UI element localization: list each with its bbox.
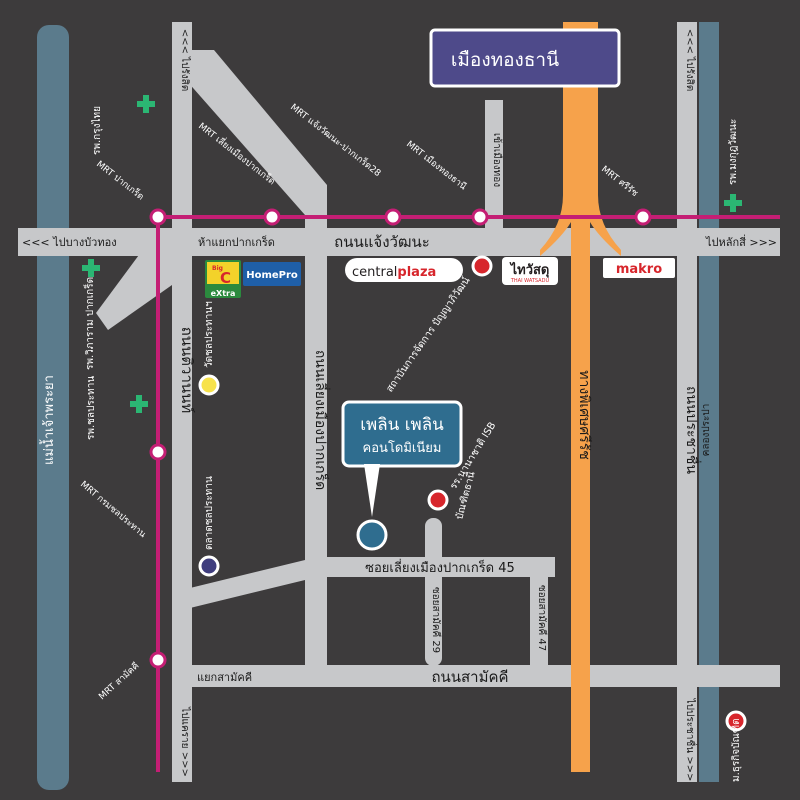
svg-text:C: C (220, 269, 231, 287)
mrt-station-pak-kret[interactable] (149, 208, 167, 226)
project-pin[interactable]: เพลิน เพลิน คอนโดมิเนียม (341, 400, 463, 551)
label-mrt-pak-kret: MRT ปากเกร็ด (94, 157, 147, 203)
homepro-logo: HomePro (243, 262, 301, 286)
project-pointer (364, 464, 380, 517)
label-expressway: ทางพิเศษศรีรัช (576, 370, 592, 459)
label-to-prachachuen: ไปประชาชื่น >>> (684, 698, 698, 782)
svg-text:makro: makro (616, 262, 662, 277)
label-rh-mongkut: รพ.มงกุฎวัฒนะ (728, 119, 739, 185)
label-to-mueang-thong: เข้าเมืองทอง (491, 133, 503, 187)
mueang-thong-banner (429, 28, 621, 88)
prapa-canal (699, 22, 719, 782)
soi-29-road (425, 518, 442, 666)
label-nida: สถาบันการจัดการ ปัญญาภิวัฒน์ (384, 275, 473, 395)
svg-text:HomePro: HomePro (246, 270, 298, 281)
label-rh-chonprathan: รพ.ชลประทาน (86, 376, 97, 440)
mrt-station-liang-mueang[interactable] (263, 208, 281, 226)
big-c-logo: Big C eXtra (205, 260, 241, 298)
market-marker[interactable] (198, 555, 220, 577)
hospital-icon (130, 395, 148, 413)
road-network (18, 22, 780, 782)
wiharam-road (96, 240, 172, 330)
label-canal-prapa: คลองประปา (701, 404, 712, 457)
temple-marker[interactable] (198, 374, 220, 396)
label-chaeng-watthana: ถนนแจ้งวัฒนะ (334, 233, 430, 251)
label-soi-47: ซอยสามัคคี 47 (536, 585, 548, 651)
label-chaophraya: แม่น้ำเจ้าพระยา (39, 375, 57, 465)
label-to-rangsit-right: <<< ไปรังสิต (684, 29, 696, 92)
expressway (540, 22, 621, 772)
chaophraya-river (37, 25, 69, 790)
label-wat-chonprathan: วัดชลประทานฯ (204, 301, 215, 368)
label-to-rangsit-left: <<< ไปรังสิต (179, 29, 191, 92)
label-talat-chonprathan: ตลาดชลประทาน (204, 476, 215, 550)
soi-47-road (530, 567, 548, 667)
makro-logo: makro (603, 258, 675, 278)
label-liang-mueang: ถนนเลี่ยงเมืองปากเกร็ด (312, 350, 330, 490)
tiwanon-road (172, 22, 192, 782)
university-marker[interactable] (725, 710, 747, 732)
label-to-lak-si: ไปหลักสี่ >>> (705, 234, 777, 249)
liang-mueang-road (305, 190, 327, 665)
hospital-icon (82, 259, 100, 277)
label-prachachuen: ถนนประชาชื่น (683, 386, 701, 474)
institute-marker[interactable] (471, 255, 493, 277)
talat-road (190, 560, 305, 608)
label-yaek-samakkhi: แยกสามัคคี (197, 671, 252, 684)
central-plaza-logo: centralplaza (345, 258, 463, 282)
mrt-station-chaeng-28[interactable] (384, 208, 402, 226)
prachachuen-road (677, 22, 697, 782)
svg-text:eXtra: eXtra (211, 289, 236, 298)
label-to-bang-bua-thong: <<< ไปบางบัวทอง (22, 236, 117, 249)
project-name: เพลิน เพลิน (360, 415, 444, 435)
mrt-station-si-rat[interactable] (634, 208, 652, 226)
mrt-station-samakkhi[interactable] (149, 651, 167, 669)
mueang-thong-road (485, 100, 503, 228)
hospital-icon (724, 194, 742, 212)
mrt-stations (149, 208, 652, 669)
banner-label: เมืองทองธานี (451, 49, 559, 71)
label-hae-yaek: ห้าแยกปากเกร็ด (198, 235, 275, 249)
label-tiwanon: ถนนติวานนท์ (178, 327, 196, 414)
svg-text:ไทวัสดุ: ไทวัสดุ (509, 261, 550, 278)
diagonal-road (186, 50, 327, 215)
hospital-icon (137, 95, 155, 113)
label-soi-45: ซอยเลี่ยงเมืองปากเกร็ด 45 (365, 558, 515, 576)
label-soi-29: ซอยสามัคคี 29 (430, 587, 442, 653)
samakkhi-road (190, 665, 780, 687)
label-to-khae-rai: ไปแคราย >>> (179, 706, 191, 777)
hospital-markers (82, 95, 742, 413)
school-marker[interactable] (427, 489, 449, 511)
label-mrt-samakkhi: MRT สามัคคี (97, 660, 142, 702)
label-samakkhi: ถนนสามัคคี (431, 668, 508, 686)
label-dhurakij: ม.ธุรกิจบัณฑิต (731, 718, 742, 782)
label-rh-wiharam: รพ.วิภาราม ปากเกร็ด (82, 277, 96, 370)
label-rh-krungthai: รพ.กรุงไทย (91, 106, 103, 155)
svg-text:Big: Big (212, 265, 223, 272)
label-mrt-mueang-thong: MRT เมืองทองธานี (404, 139, 468, 193)
svg-text:centralplaza: centralplaza (352, 265, 436, 280)
svg-text:THAI WATSADU: THAI WATSADU (510, 278, 550, 284)
project-location-dot (356, 519, 388, 551)
mrt-station-mueang-thong[interactable] (471, 208, 489, 226)
thai-watsadu-logo: ไทวัสดุ THAI WATSADU (502, 257, 558, 285)
project-subtitle: คอนโดมิเนียม (363, 440, 442, 456)
label-mrt-si-rat: MRT ศรีรัช (599, 164, 640, 199)
label-mrt-chonprathan: MRT กรมชลประทาน (78, 480, 147, 540)
project-callout (341, 400, 463, 468)
mrt-station-chonprathan[interactable] (149, 443, 167, 461)
